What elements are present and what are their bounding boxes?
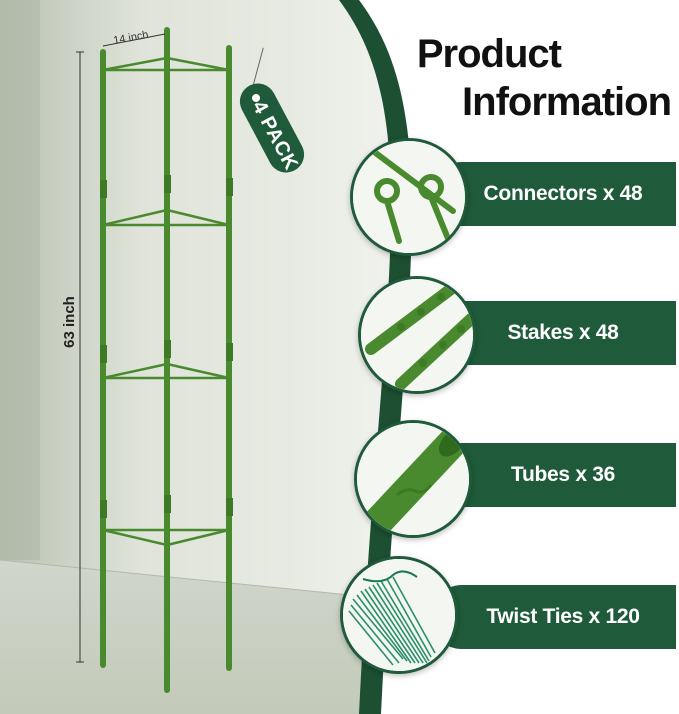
item-tubes: Tubes x 36 (430, 443, 676, 507)
item-label: Connectors x 48 (483, 182, 643, 205)
connector-icon (350, 138, 468, 256)
twist-tie-icon (340, 556, 458, 674)
tag-hole-icon (252, 93, 261, 102)
page-title: Product Information (391, 30, 672, 126)
title-line-1: Product (416, 32, 562, 76)
item-connectors: Connectors x 48 (430, 162, 676, 226)
pack-tag: 4 PACK (239, 47, 305, 174)
title-line-2: Information (462, 80, 672, 124)
item-twist-ties: Twist Ties x 120 (430, 585, 676, 649)
item-label: Stakes x 48 (507, 321, 619, 344)
item-label: Tubes x 36 (511, 463, 615, 486)
stake-icon (358, 276, 476, 394)
trellis-tower: 14 inch 63 inch 4 PACK (61, 27, 305, 693)
tube-icon (354, 420, 472, 538)
width-dimension-label: 14 inch (112, 29, 149, 47)
scene-background (0, 0, 400, 714)
height-dimension-label: 63 inch (61, 296, 78, 348)
item-label: Twist Ties x 120 (486, 605, 640, 628)
